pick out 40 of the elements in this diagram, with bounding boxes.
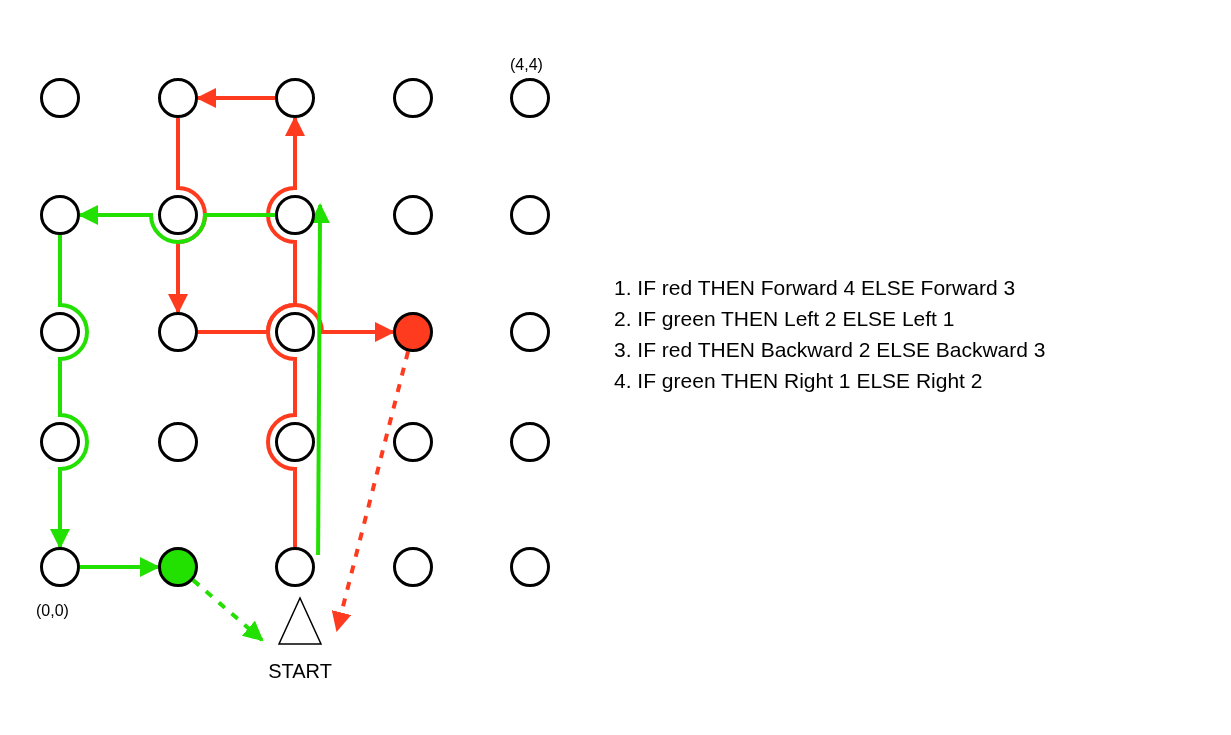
grid-circle <box>393 78 433 118</box>
grid-circle <box>510 422 550 462</box>
rule-text: 3. IF red THEN Backward 2 ELSE Backward 3 <box>614 338 1046 362</box>
grid-circle <box>510 78 550 118</box>
grid-circle <box>158 312 198 352</box>
start-label: START <box>267 660 333 683</box>
grid-circle <box>275 312 315 352</box>
grid-circle <box>40 312 80 352</box>
grid-circle <box>40 422 80 462</box>
dashed-arrow <box>191 578 264 642</box>
grid-circle <box>393 547 433 587</box>
rule-text: 4. IF green THEN Right 1 ELSE Right 2 <box>614 369 983 393</box>
grid-circle <box>393 312 433 352</box>
arrow <box>266 116 305 547</box>
rule-text: 2. IF green THEN Left 2 ELSE Left 1 <box>614 307 955 331</box>
grid-circle <box>275 195 315 235</box>
coordinate-label: (4,4) <box>510 56 543 74</box>
grid-circle <box>510 312 550 352</box>
grid-circle <box>510 195 550 235</box>
rule-text: 1. IF red THEN Forward 4 ELSE Forward 3 <box>614 276 1016 300</box>
grid-circle <box>158 422 198 462</box>
grid-circle <box>275 547 315 587</box>
grid-circle <box>275 422 315 462</box>
dashed-arrow <box>331 350 410 632</box>
arrow <box>196 88 275 108</box>
grid-circle <box>158 78 198 118</box>
arrow <box>50 235 89 549</box>
grid-circle <box>40 195 80 235</box>
grid-circle <box>158 547 198 587</box>
arrow <box>80 557 160 577</box>
grid-circle <box>40 78 80 118</box>
grid-circle <box>393 422 433 462</box>
grid-circle <box>510 547 550 587</box>
grid-circle <box>158 195 198 235</box>
grid-circle <box>275 78 315 118</box>
arrow <box>78 205 275 244</box>
grid-circle <box>393 195 433 235</box>
arrow <box>198 303 395 342</box>
grid-circle <box>40 547 80 587</box>
coordinate-label: (0,0) <box>36 602 69 620</box>
